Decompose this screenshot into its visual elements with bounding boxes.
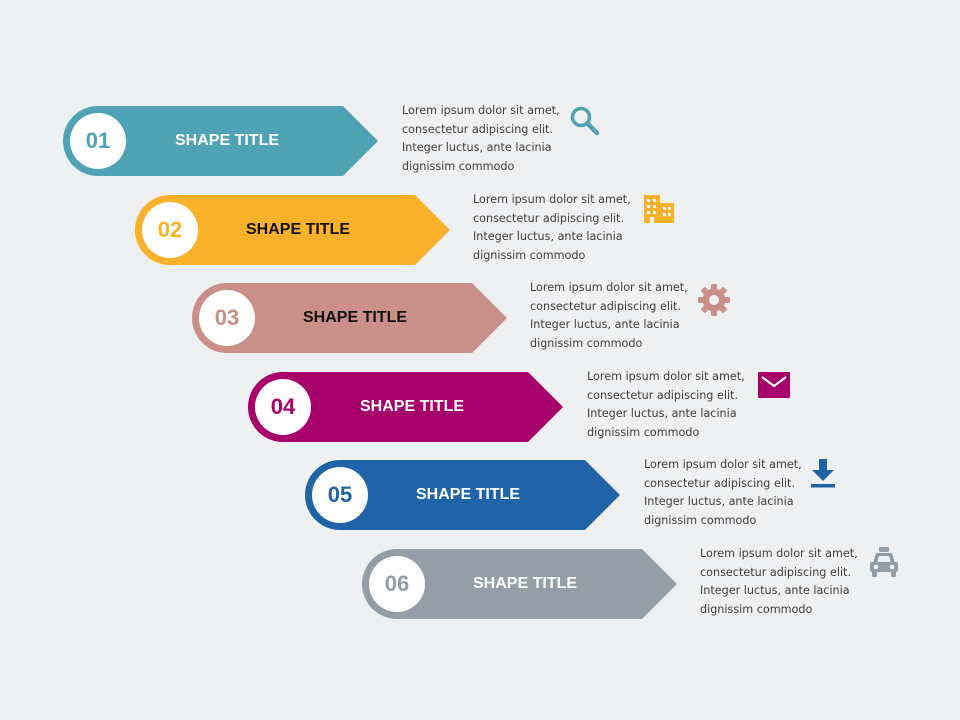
step-title: SHAPE TITLE <box>175 132 280 149</box>
taxi-icon <box>867 545 901 579</box>
gear-icon <box>697 283 731 317</box>
step-description: Lorem ipsum dolor sit amet,consectetur a… <box>587 370 745 440</box>
step-number: 01 <box>70 113 126 169</box>
search-icon <box>568 104 602 138</box>
step-title: SHAPE TITLE <box>246 221 351 238</box>
step-title: SHAPE TITLE <box>416 486 521 503</box>
step-title: SHAPE TITLE <box>303 309 408 326</box>
step-title: SHAPE TITLE <box>473 575 578 592</box>
step-description: Lorem ipsum dolor sit amet,consectetur a… <box>530 281 688 351</box>
step-1: 01 SHAPE TITLE <box>63 106 378 176</box>
step-description: Lorem ipsum dolor sit amet,consectetur a… <box>644 458 802 528</box>
mail-icon <box>757 368 791 402</box>
step-number: 03 <box>199 290 255 346</box>
step-description: Lorem ipsum dolor sit amet,consectetur a… <box>402 104 560 174</box>
step-description: Lorem ipsum dolor sit amet,consectetur a… <box>473 193 631 263</box>
step-4: 04 SHAPE TITLE <box>248 372 563 442</box>
step-3: 03 SHAPE TITLE <box>192 283 507 353</box>
step-number: 05 <box>312 467 368 523</box>
step-number: 02 <box>142 202 198 258</box>
building-icon <box>642 193 676 227</box>
step-6: 06 SHAPE TITLE <box>362 549 677 619</box>
step-description: Lorem ipsum dolor sit amet,consectetur a… <box>700 547 858 617</box>
step-5: 05 SHAPE TITLE <box>305 460 620 530</box>
step-2: 02 SHAPE TITLE <box>135 195 450 265</box>
download-icon <box>806 456 840 490</box>
step-number: 04 <box>255 379 311 435</box>
step-number: 06 <box>369 556 425 612</box>
step-title: SHAPE TITLE <box>360 398 465 415</box>
